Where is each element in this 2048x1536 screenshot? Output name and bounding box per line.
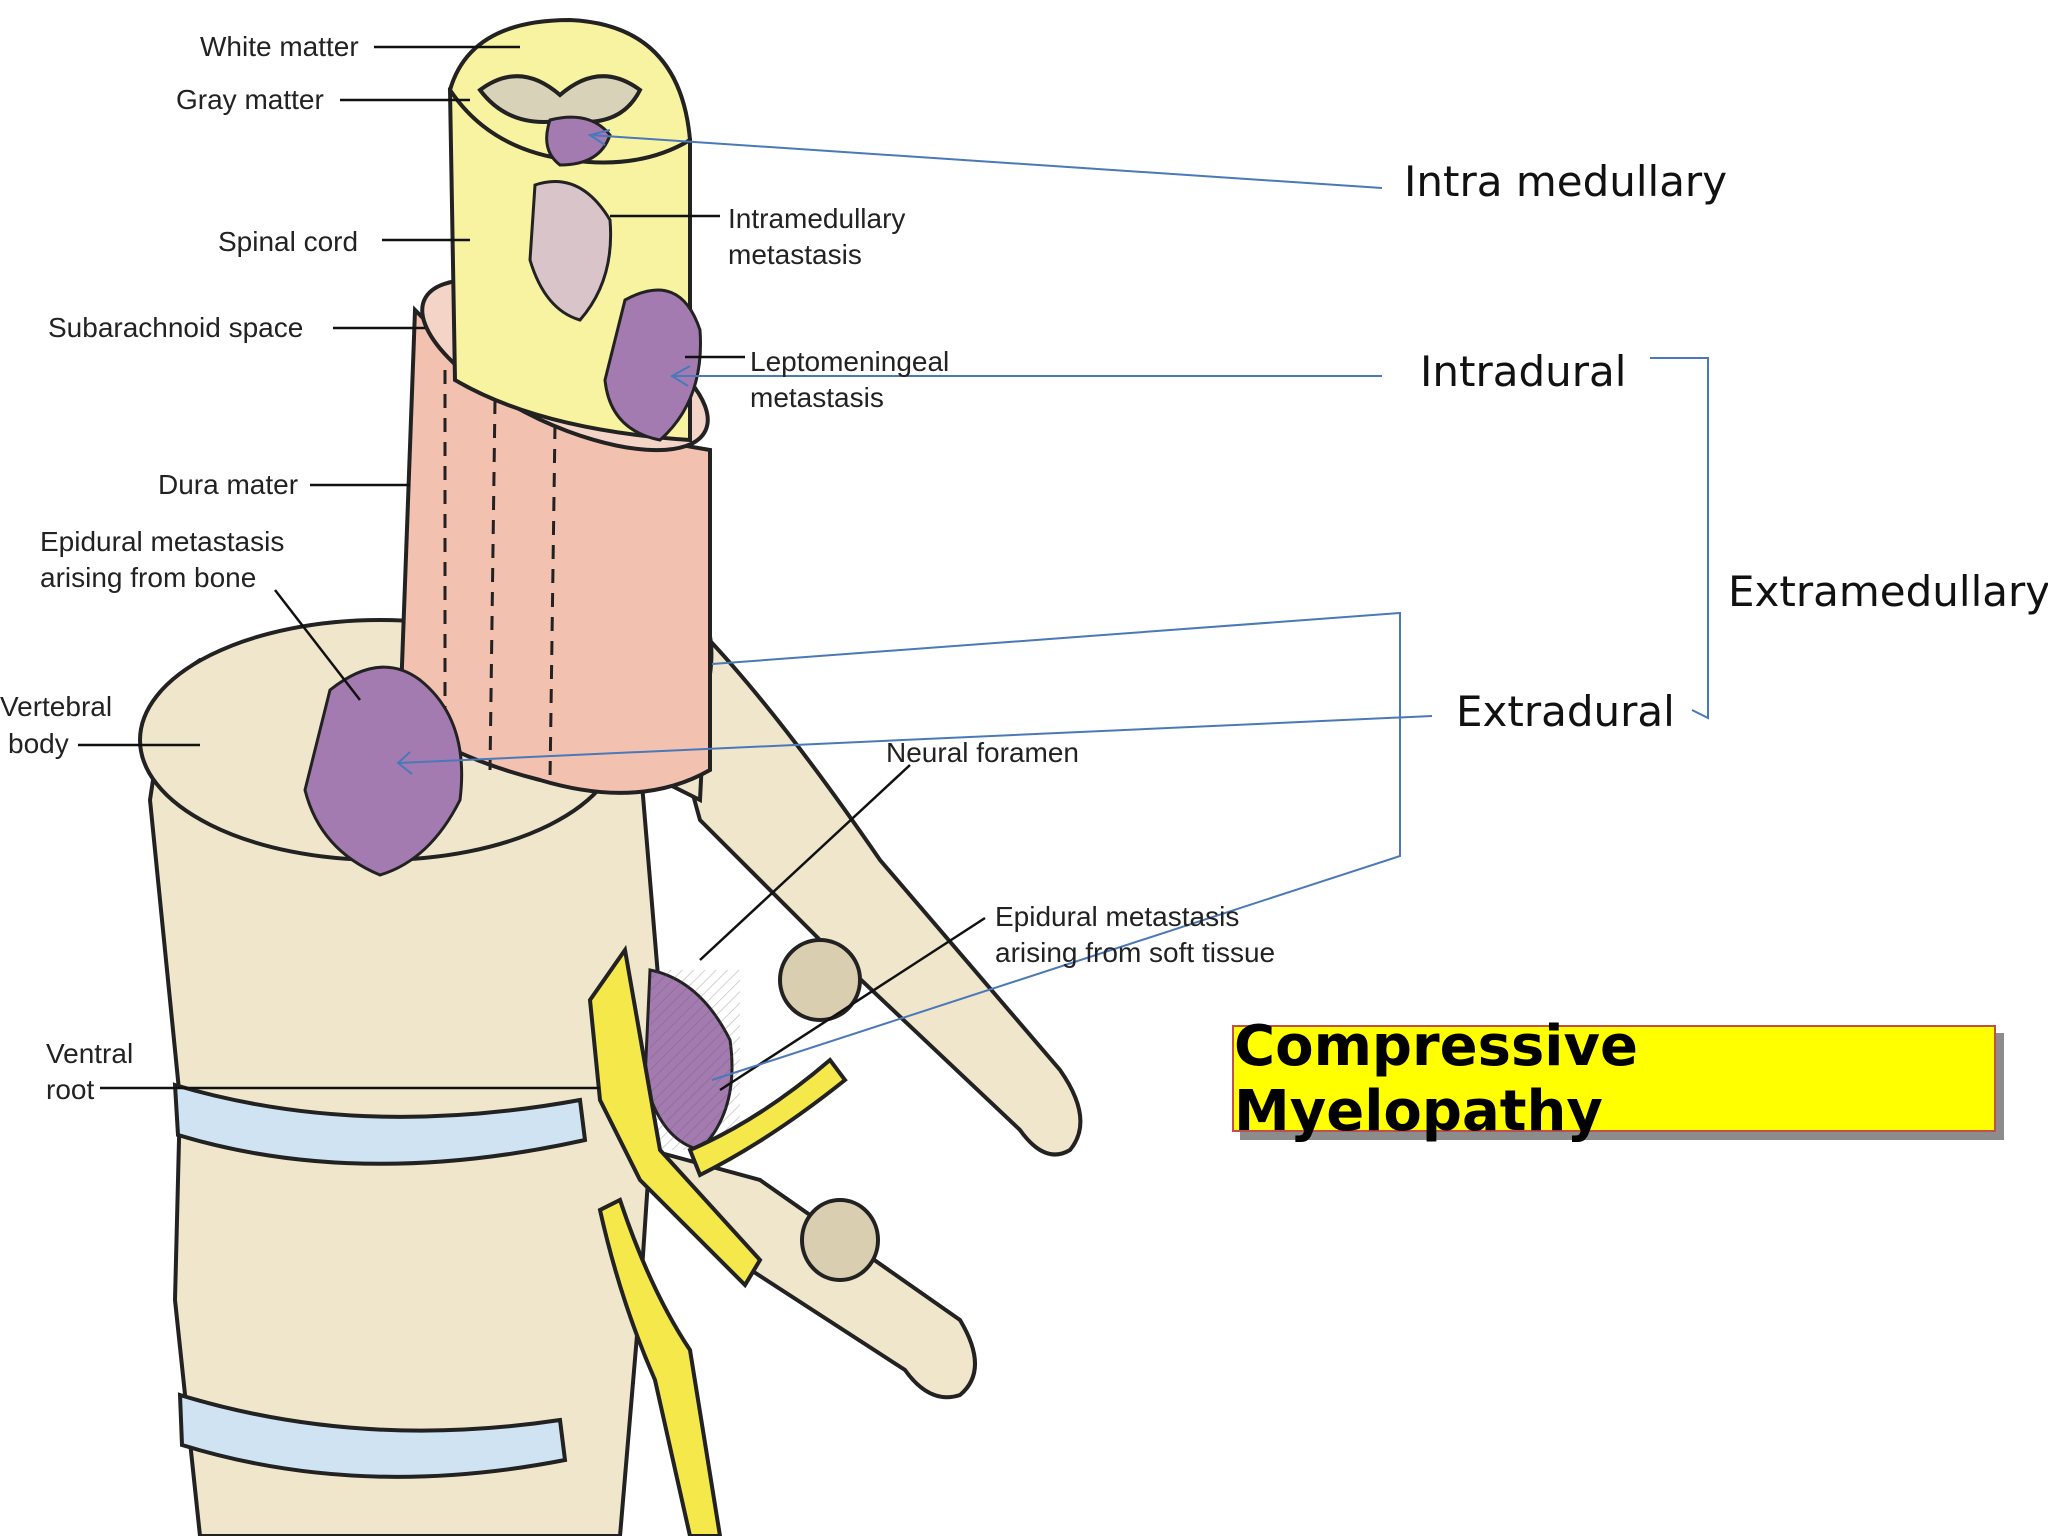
label-extradural: Extradural (1456, 687, 1675, 736)
label-vertebral-body-line1: Vertebral (0, 691, 112, 722)
label-epidural-soft-line1: Epidural metastasis (995, 901, 1239, 932)
label-ventral-root-line1: Ventral (46, 1038, 133, 1069)
intramedullary-metastasis-mass (528, 180, 613, 322)
leptomeningeal-tumor (603, 288, 702, 442)
label-epidural-soft-line2: arising from soft tissue (995, 937, 1275, 968)
label-dura-mater: Dura mater (158, 469, 298, 500)
label-intramedullary-line2: metastasis (728, 239, 862, 270)
pointer-lines (78, 45, 986, 1092)
tumor-masses (303, 115, 740, 1152)
nerve-roots (587, 944, 848, 1536)
label-white-matter: White matter (200, 31, 359, 62)
classification-guides (396, 129, 1709, 1081)
anatomical-labels: White matter Gray matter Spinal cord Sub… (0, 31, 1275, 1105)
label-extramedullary: Extramedullary (1728, 567, 2048, 616)
label-leptomeningeal-line1: Leptomeningeal (750, 346, 949, 377)
label-leptomeningeal-line2: metastasis (750, 382, 884, 413)
label-ventral-root-line2: root (46, 1074, 94, 1105)
label-epidural-bone-line2: arising from bone (40, 562, 256, 593)
classification-labels: Intra medullary Intradural Extramedullar… (1404, 157, 2048, 736)
title-text: Compressive Myelopathy (1234, 1013, 1638, 1144)
label-intradural: Intradural (1420, 347, 1626, 396)
epidural-bone-tumor (303, 665, 464, 877)
label-vertebral-body-line2: body (8, 728, 69, 759)
label-intra-medullary: Intra medullary (1404, 157, 1727, 206)
label-spinal-cord: Spinal cord (218, 226, 358, 257)
intra-medullary-tumor (545, 115, 612, 167)
intervertebral-discs (172, 1082, 588, 1479)
label-epidural-bone-line1: Epidural metastasis (40, 526, 284, 557)
label-gray-matter: Gray matter (176, 84, 324, 115)
label-intramedullary-line1: Intramedullary (728, 203, 905, 234)
title-banner: Compressive Myelopathy (1232, 1014, 1996, 1144)
label-subarachnoid-space: Subarachnoid space (48, 312, 303, 343)
label-neural-foramen: Neural foramen (886, 737, 1079, 768)
